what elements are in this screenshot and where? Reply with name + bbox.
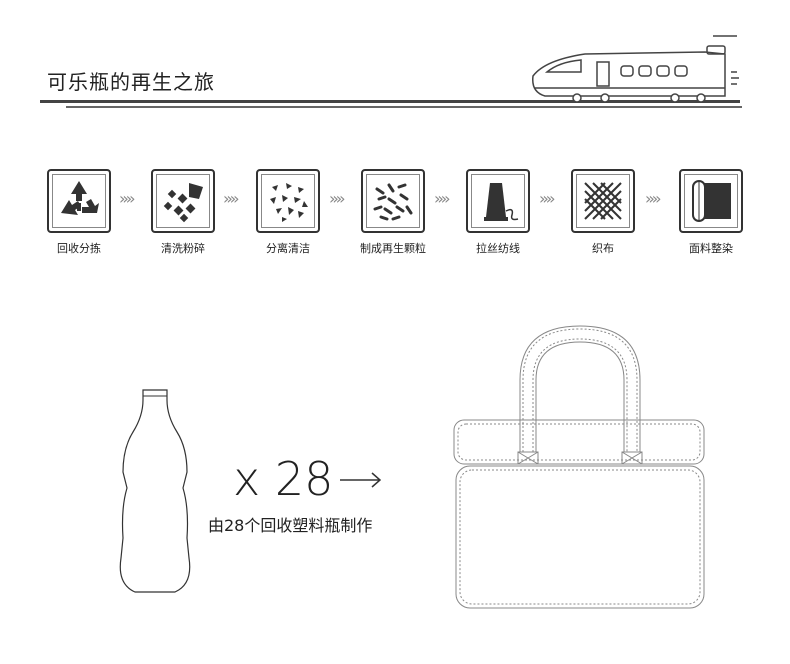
step-spool <box>466 169 530 233</box>
chevron-right-icon: »» <box>329 189 345 208</box>
step-crush <box>151 169 215 233</box>
header-rule <box>40 100 740 103</box>
tote-bag-icon <box>453 325 705 609</box>
header-rule-secondary <box>66 106 742 108</box>
fabric-roll-icon <box>692 180 731 222</box>
step-label: 清洗粉碎 <box>161 242 205 255</box>
train-icon <box>532 35 739 103</box>
step-separate <box>256 169 320 233</box>
pellets-icon <box>373 183 413 221</box>
step-label: 拉丝纺线 <box>476 242 520 255</box>
weave-icon <box>584 182 622 220</box>
chevron-right-icon: »» <box>539 189 555 208</box>
arrow-right-icon <box>340 472 382 488</box>
step-pellets <box>361 169 425 233</box>
spool-icon <box>484 183 519 221</box>
chevron-right-icon: »» <box>434 189 450 208</box>
step-label: 织布 <box>592 242 614 255</box>
chevron-right-icon: »» <box>119 189 135 208</box>
conversion-caption: 由28个回收塑料瓶制作 <box>208 516 373 535</box>
crush-icon <box>163 183 203 223</box>
step-fabric-roll <box>679 169 743 233</box>
recycle-icon <box>61 181 99 215</box>
step-label: 制成再生颗粒 <box>360 242 426 255</box>
chevron-right-icon: »» <box>223 189 239 208</box>
step-label: 面料整染 <box>689 242 733 255</box>
separate-icon <box>270 183 308 222</box>
page-title: 可乐瓶的再生之旅 <box>47 70 215 94</box>
bottle-count: x 28 <box>233 452 334 506</box>
step-weave <box>571 169 635 233</box>
step-recycle <box>47 169 111 233</box>
step-label: 回收分拣 <box>57 242 101 255</box>
step-label: 分离清洁 <box>266 242 310 255</box>
bottle-icon <box>119 389 191 593</box>
chevron-right-icon: »» <box>645 189 661 208</box>
